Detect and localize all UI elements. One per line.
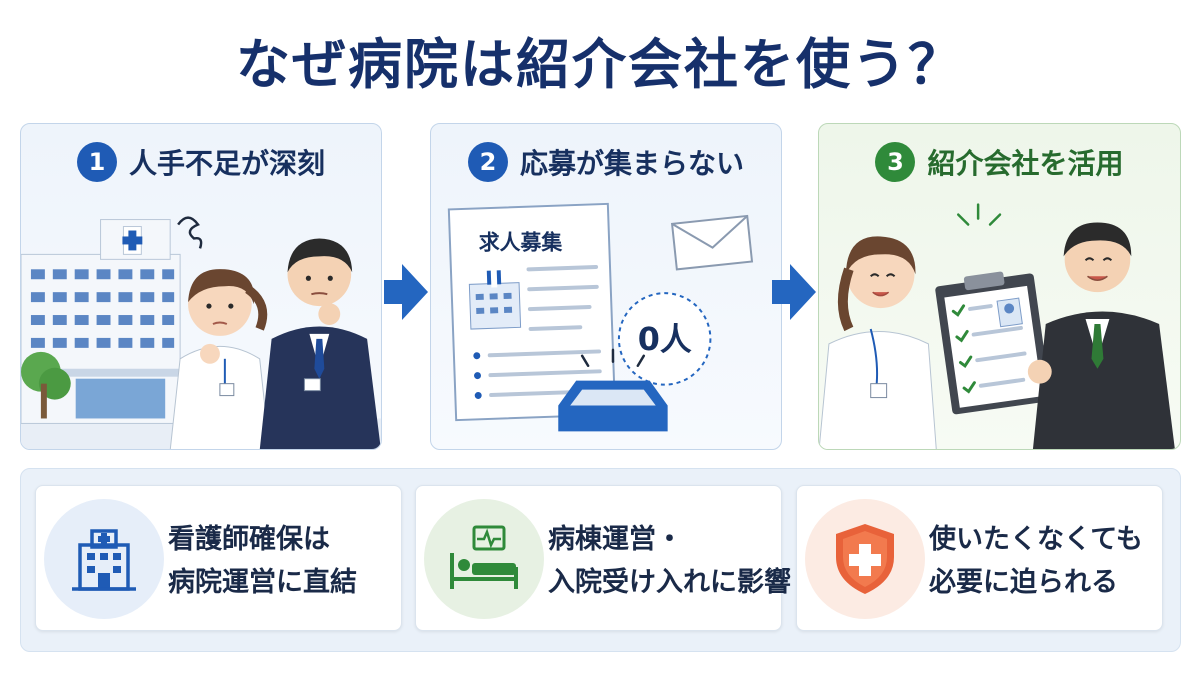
panel-staff-shortage: 1 人手不足が深刻 (20, 123, 382, 450)
staff-shortage-illustration (21, 216, 381, 449)
clipboard-checklist-icon (935, 271, 1051, 415)
step-number-badge: 3 (875, 142, 916, 182)
arrow-right-icon (384, 264, 428, 320)
hospital-bed-icon (450, 525, 518, 589)
page-title: なぜ病院は紹介会社を使う？ (236, 33, 964, 96)
job-posting-poster (447, 202, 617, 422)
card-line-1: 使いたくなくても (929, 524, 1143, 555)
zero-applicants-count: 0人 (638, 320, 692, 358)
panel-header: 3 紹介会社を活用 (819, 142, 1180, 182)
arrow-right-icon (772, 264, 816, 320)
empty-inbox-tray-icon (558, 348, 668, 432)
panel-use-agency: 3 紹介会社を活用 (818, 123, 1181, 450)
panel-no-applicants: 2 応募が集まらない 求人募集 0人 (430, 123, 782, 450)
card-line-2: 必要に迫られる (929, 567, 1118, 598)
envelope-icon (670, 214, 754, 271)
summary-card-ward-operations: 病棟運営・ 入院受け入れに影響 (415, 485, 791, 631)
summary-card-staffing: 看護師確保は 病院運営に直結 (35, 485, 402, 631)
poster-title: 求人募集 (479, 230, 563, 254)
no-applicants-illustration: 求人募集 0人 (447, 202, 754, 432)
card-line-1: 病棟運営・ (548, 524, 683, 555)
smiling-nurse-figure (819, 236, 937, 449)
worried-manager-figure (259, 238, 381, 449)
step-number-badge: 2 (467, 142, 508, 182)
worried-nurse-figure (169, 269, 270, 449)
summary-card-unavoidable: 使いたくなくても 必要に迫られる (796, 485, 1163, 631)
sparkle-icon (956, 203, 1002, 226)
agency-consultation-illustration (819, 203, 1175, 449)
step-number-badge: 1 (76, 142, 117, 182)
hospital-icon (72, 529, 136, 591)
panel-header: 1 人手不足が深刻 (21, 142, 381, 182)
zero-applicants-circle (617, 292, 712, 386)
icon-circle (44, 499, 164, 619)
worry-scribble-icon (177, 216, 203, 249)
icon-circle (805, 499, 925, 619)
panel-title: 応募が集まらない (519, 147, 744, 180)
panel-header: 2 応募が集まらない (431, 142, 781, 182)
card-line-1: 看護師確保は (168, 524, 330, 555)
panel-title: 人手不足が深刻 (128, 147, 325, 180)
consultant-figure (1027, 222, 1175, 449)
shield-cross-icon (836, 524, 894, 594)
hospital-building-icon (21, 219, 181, 424)
card-line-2: 入院受け入れに影響 (548, 567, 791, 598)
panel-title: 紹介会社を活用 (927, 147, 1124, 180)
card-line-2: 病院運営に直結 (168, 567, 357, 598)
icon-circle (424, 499, 544, 619)
